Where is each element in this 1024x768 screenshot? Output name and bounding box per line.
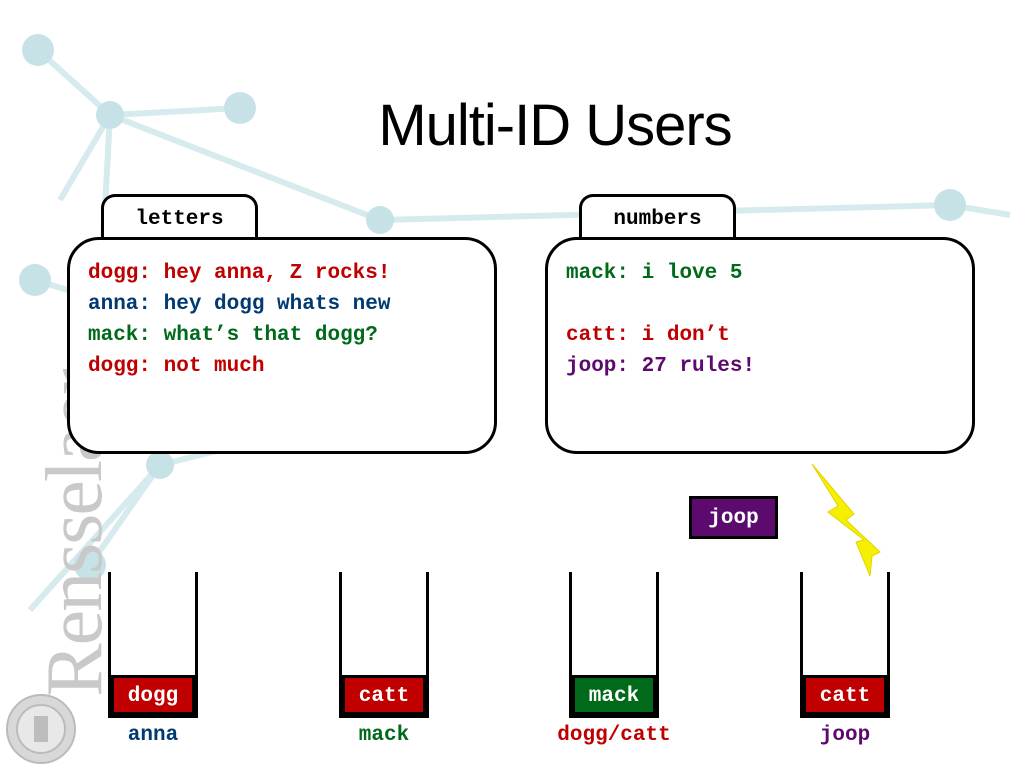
institute-seal-icon [6, 694, 76, 764]
bin-owner-label: joop [819, 724, 871, 747]
message-line: mack: what’s that dogg? [88, 324, 378, 347]
bin-owner-label: anna [127, 724, 179, 747]
bin-id-chip: catt [803, 675, 887, 715]
room-letters-panel: dogg: hey anna, Z rocks! anna: hey dogg … [67, 237, 497, 454]
message-line: mack: i love 5 [566, 262, 743, 285]
bin-id-chip: dogg [111, 675, 195, 715]
room-numbers-panel: mack: i love 5 catt: i don’t joop: 27 ru… [545, 237, 975, 454]
slide-title: Multi-ID Users [378, 93, 732, 158]
message-line: joop: 27 rules! [566, 355, 756, 378]
bin-id-chip: catt [342, 675, 426, 715]
message-line: anna: hey dogg whats new [88, 293, 391, 316]
bin-owner-label: mack [358, 724, 410, 747]
lightning-bolt-icon [811, 463, 881, 577]
bin-3 [569, 572, 659, 718]
bin-4 [800, 572, 890, 718]
bin-owner-label: dogg/catt [557, 724, 671, 747]
tab-letters[interactable]: letters [101, 194, 258, 240]
incoming-id-chip: joop [689, 496, 778, 539]
bin-1 [108, 572, 198, 718]
message-line: dogg: hey anna, Z rocks! [88, 262, 391, 285]
tab-numbers[interactable]: numbers [579, 194, 736, 240]
message-line: dogg: not much [88, 355, 265, 378]
message-line: catt: i don’t [566, 324, 730, 347]
bin-2 [339, 572, 429, 718]
bin-id-chip: mack [572, 675, 656, 715]
blank-line [566, 289, 972, 320]
